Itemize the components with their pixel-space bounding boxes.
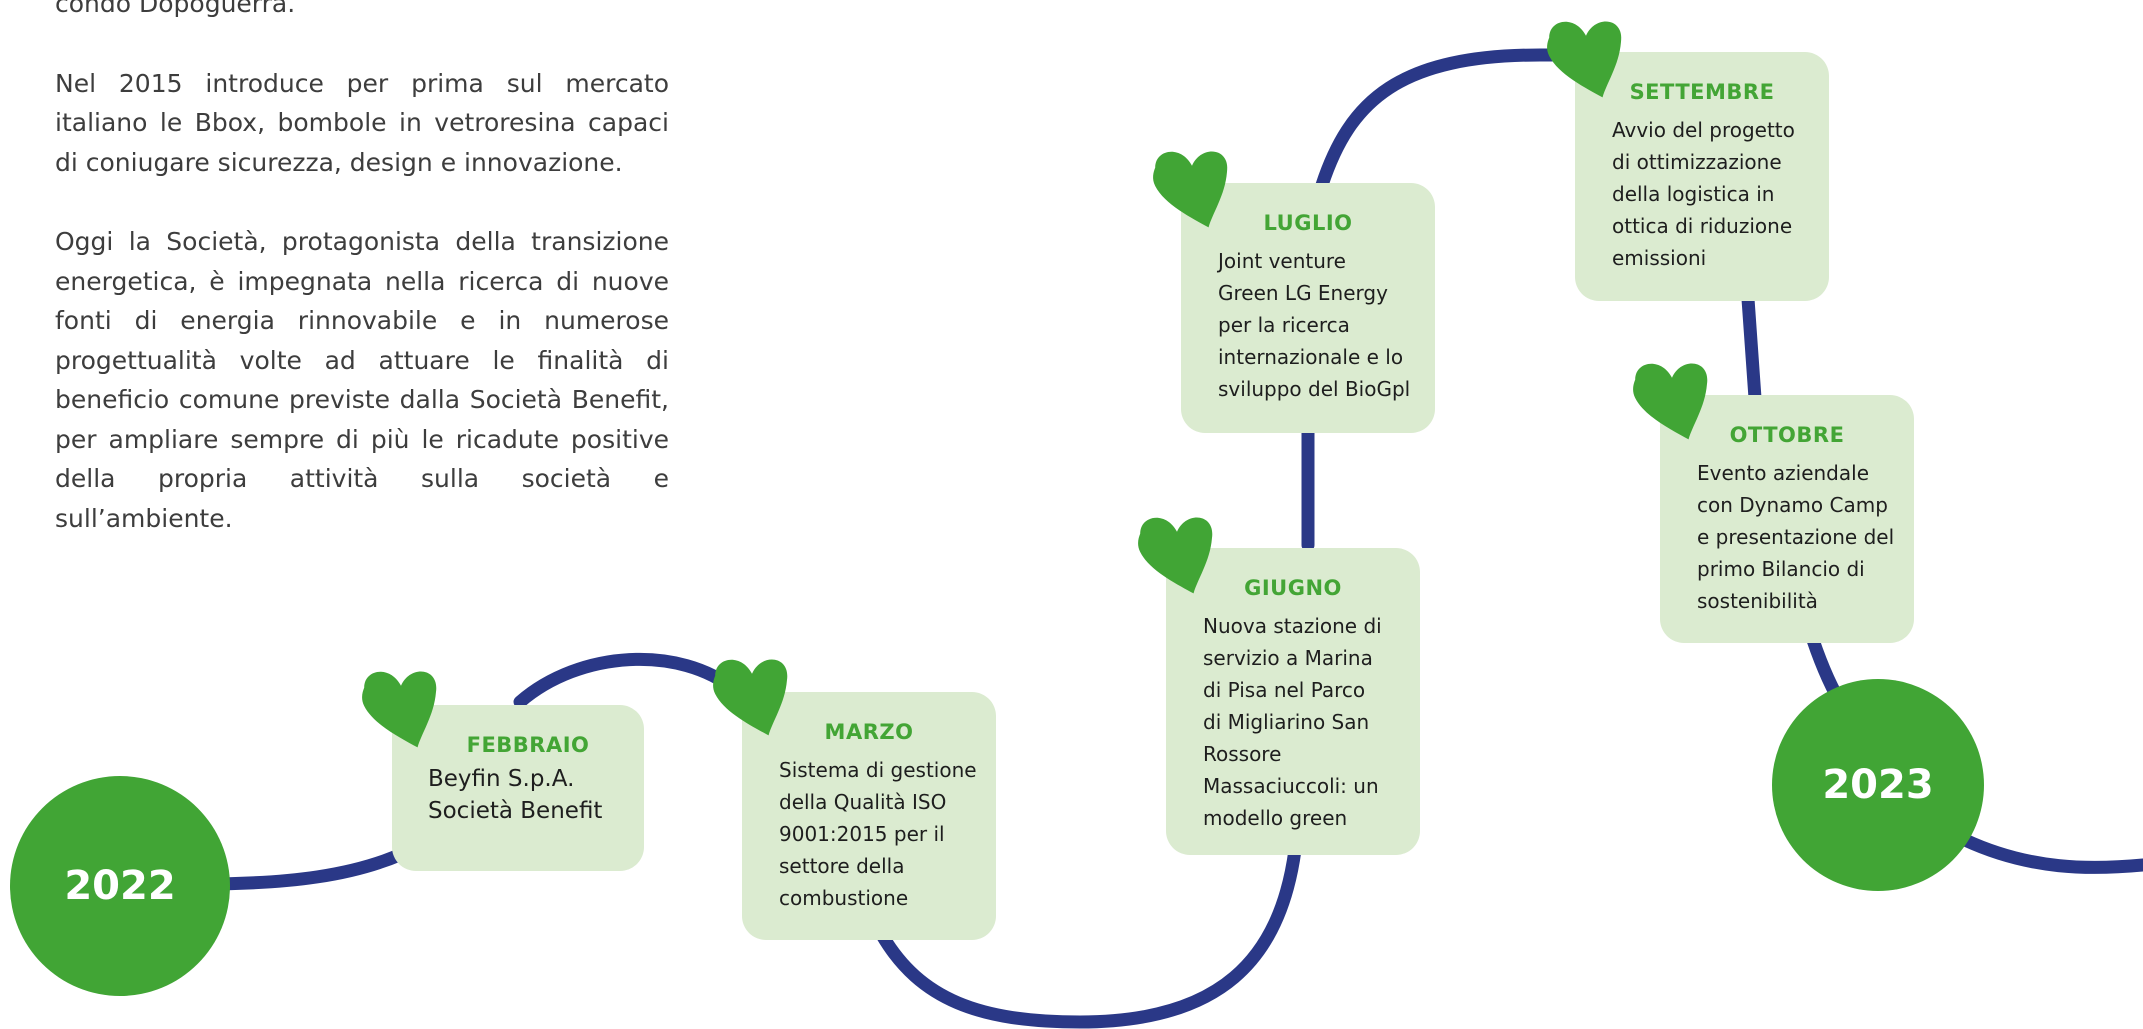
event-month-ottobre: OTTOBRE [1729, 423, 1845, 447]
event-line: internazionale e lo [1218, 345, 1404, 369]
intro-paragraph-1: condo Dopoguerra. [55, 0, 296, 18]
event-line: Massaciuccoli: un [1203, 774, 1379, 798]
event-line: Società Benefit [428, 798, 603, 824]
event-line: con Dynamo Camp [1697, 493, 1888, 517]
event-month-luglio: LUGLIO [1263, 211, 1353, 235]
event-line: Avvio del progetto [1612, 118, 1795, 142]
event-description-febbraio: Beyfin S.p.A. Società Benefit [428, 763, 602, 827]
intro-text: condo Dopoguerra. Nel 2015 introduce per… [55, 0, 669, 578]
event-line: Beyfin S.p.A. [428, 766, 575, 792]
event-line: 9001:2015 per il [779, 822, 945, 846]
heart-icon [1547, 21, 1622, 98]
event-line: Rossore [1203, 742, 1282, 766]
event-month-febbraio: FEBBRAIO [466, 733, 590, 757]
event-description-luglio: Joint venture Green LG Energy per la ric… [1218, 245, 1410, 405]
event-line: servizio a Marina [1203, 646, 1373, 670]
event-description-ottobre: Evento aziendale con Dynamo Camp e prese… [1697, 457, 1894, 617]
year-2023-label: 2023 [1822, 762, 1934, 808]
event-description-settembre: Avvio del progetto di ottimizzazione del… [1612, 114, 1795, 274]
event-card-giugno: GIUGNO Nuova stazione di servizio a Mari… [1166, 548, 1420, 855]
event-line: di Migliarino San [1203, 710, 1370, 734]
event-line: sostenibilità [1697, 589, 1818, 613]
event-description-giugno: Nuova stazione di servizio a Marina di P… [1203, 610, 1382, 834]
event-card-marzo: MARZO Sistema di gestione della Qualità … [742, 692, 996, 940]
event-card-febbraio: FEBBRAIO Beyfin S.p.A. Società Benefit [392, 705, 644, 871]
event-line: di ottimizzazione [1612, 150, 1782, 174]
event-line: settore della [779, 854, 905, 878]
heart-icon [713, 659, 788, 736]
event-line: di Pisa nel Parco [1203, 678, 1366, 702]
heart-icon [1153, 151, 1228, 228]
event-description-marzo: Sistema di gestione della Qualità ISO 90… [779, 754, 977, 914]
event-card-luglio: LUGLIO Joint venture Green LG Energy per… [1181, 183, 1435, 433]
event-line: sviluppo del BioGpl [1218, 377, 1411, 401]
event-line: Joint venture [1218, 249, 1346, 273]
event-line: e presentazione del [1697, 525, 1895, 549]
event-line: Green LG Energy [1218, 281, 1388, 305]
intro-paragraph-2: Nel 2015 introduce per prima sul mercato… [55, 68, 669, 177]
heart-icon [1633, 363, 1708, 440]
year-2023-badge: 2023 [1772, 679, 1984, 891]
event-line: Evento aziendale [1697, 461, 1869, 485]
year-2022-label: 2022 [64, 863, 176, 909]
event-month-giugno: GIUGNO [1244, 576, 1342, 600]
event-line: emissioni [1612, 246, 1707, 270]
event-card-settembre: SETTEMBRE Avvio del progetto di ottimizz… [1575, 52, 1829, 301]
event-line: Sistema di gestione [779, 758, 977, 782]
heart-icon [362, 671, 437, 748]
event-line: della logistica in [1612, 182, 1775, 206]
year-2022-badge: 2022 [10, 776, 230, 996]
heart-icon [1138, 517, 1213, 594]
event-line: primo Bilancio di [1697, 557, 1865, 581]
intro-paragraph-3: Oggi la Società, protagonista della tran… [55, 227, 669, 533]
event-month-marzo: MARZO [824, 720, 914, 744]
event-line: modello green [1203, 806, 1348, 830]
event-line: ottica di riduzione [1612, 214, 1793, 238]
event-month-settembre: SETTEMBRE [1629, 80, 1775, 104]
event-line: Nuova stazione di [1203, 614, 1382, 638]
event-line: della Qualità ISO [779, 790, 947, 814]
event-line: per la ricerca [1218, 313, 1350, 337]
event-line: combustione [779, 886, 909, 910]
event-card-ottobre: OTTOBRE Evento aziendale con Dynamo Camp… [1660, 395, 1914, 643]
